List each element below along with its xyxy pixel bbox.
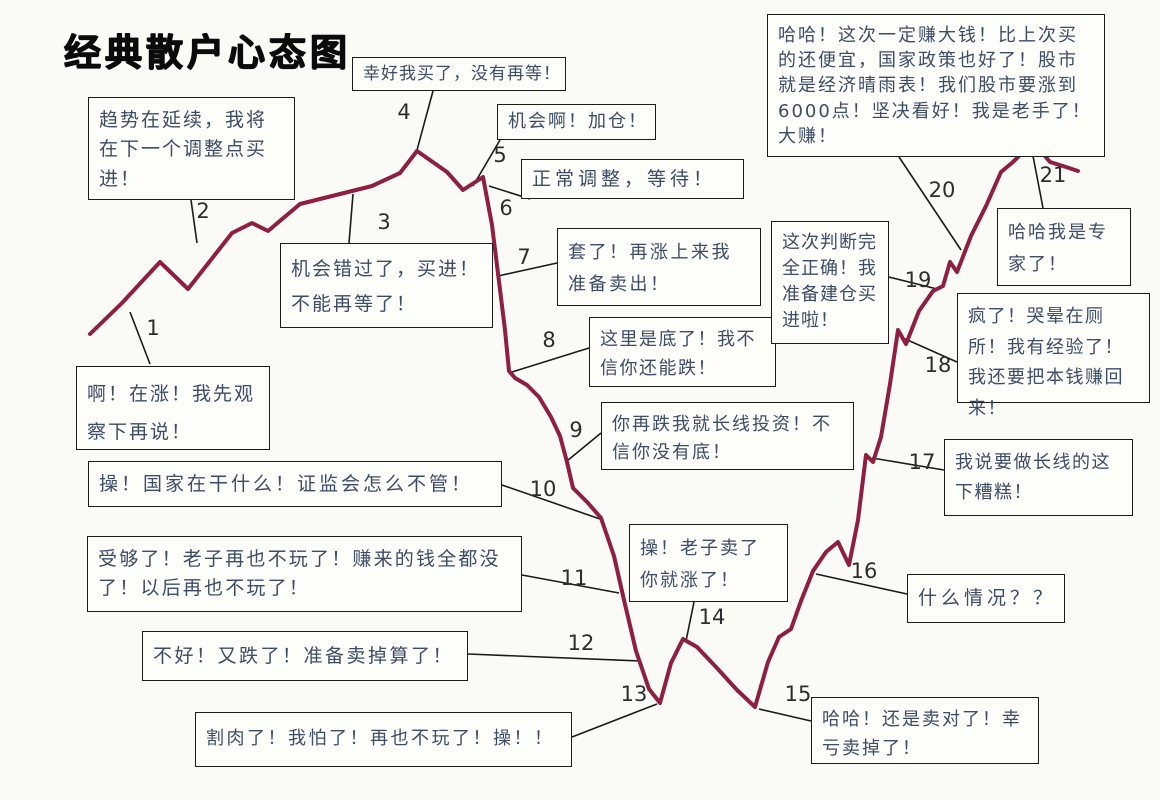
stage-21-number: 21 (1039, 163, 1067, 187)
stage-15-annotation-box: 哈哈！还是卖对了！幸亏卖掉了！ (811, 697, 1039, 764)
stage-3-annotation-box: 机会错过了，买进！不能再等了！ (280, 243, 493, 328)
stage-6-number: 6 (499, 196, 513, 220)
stage-6-annotation-box: 正常调整，等待！ (521, 159, 744, 199)
stage-18-connector (902, 337, 958, 363)
stage-20-annotation-box: 哈哈！这次一定赚大钱！比上次买的还便宜，国家政策也好了！股市就是经济晴雨表！我们… (767, 14, 1105, 157)
stage-8-connector (511, 347, 590, 373)
stage-3-connector (348, 193, 354, 244)
stage-9-annotation-box: 你再跌我就长线投资！不信你没有底！ (601, 402, 854, 470)
stage-13-connector (571, 703, 658, 738)
stage-11-annotation-box: 受够了！老子再也不玩了！赚来的钱全都没了！以后再也不玩了！ (87, 536, 522, 612)
stage-2-number: 2 (196, 199, 210, 223)
connector-lines (129, 90, 1044, 738)
stage-10-connector (501, 484, 601, 520)
stage-3-number: 3 (377, 210, 391, 234)
price-curve (88, 147, 1080, 709)
stage-2-connector (190, 199, 198, 244)
stage-16-number: 16 (850, 559, 878, 583)
stage-1-annotation-box: 啊！在涨！我先观察下再说！ (76, 366, 270, 450)
stage-13-number: 13 (620, 682, 648, 706)
stage-7-connector (497, 262, 558, 277)
stage-1-number: 1 (146, 316, 160, 340)
stage-19-number: 19 (904, 268, 932, 292)
stage-1-connector (129, 311, 151, 365)
stage-20-connector (898, 156, 962, 251)
stage-11-number: 11 (560, 566, 588, 590)
stage-8-annotation-box: 这里是底了！我不信你还能跌！ (589, 317, 776, 387)
stage-12-number: 12 (567, 631, 595, 655)
stage-14-connector (685, 601, 695, 642)
stage-5-number: 5 (493, 143, 507, 167)
stage-16-annotation-box: 什么情况？？ (907, 574, 1065, 623)
stage-15-connector (758, 708, 812, 722)
stage-21-connector (1032, 155, 1044, 209)
stage-17-connector (871, 457, 945, 471)
stage-8-number: 8 (542, 328, 556, 352)
stage-12-annotation-box: 不好！又跌了！准备卖掉算了！ (142, 631, 468, 681)
stage-9-number: 9 (569, 418, 583, 442)
stage-12-connector (467, 653, 642, 662)
stage-14-number: 14 (698, 605, 726, 629)
stage-4-annotation-box: 幸好我买了，没有再等！ (352, 57, 566, 91)
stage-19-connector (888, 276, 938, 290)
stage-15-number: 15 (784, 682, 812, 706)
stage-7-annotation-box: 套了！再涨上来我准备卖出！ (557, 228, 761, 306)
stage-13-annotation-box: 割肉了！我怕了！再也不玩了！操！！ (195, 712, 572, 767)
stage-4-number: 4 (397, 100, 411, 124)
stage-10-annotation-box: 操！国家在干什么！证监会怎么不管！ (88, 461, 502, 507)
stage-7-number: 7 (517, 245, 531, 269)
stage-11-connector (521, 574, 620, 594)
stage-10-number: 10 (529, 477, 557, 501)
stage-9-connector (566, 432, 602, 462)
stage-17-annotation-box: 我说要做长线的这下糟糕！ (944, 439, 1133, 516)
stage-20-number: 20 (928, 178, 956, 202)
chart-title: 经典散户心态图 (64, 31, 351, 74)
stage-18-number: 18 (924, 353, 952, 377)
stage-21-annotation-box: 哈哈我是专家了！ (997, 208, 1131, 286)
stage-2-annotation-box: 趋势在延续，我将在下一个调整点买进！ (88, 97, 295, 200)
stage-16-connector (815, 573, 908, 595)
stage-18-annotation-box: 疯了！哭晕在厕所！我有经验了！我还要把本钱赚回来！ (957, 293, 1150, 419)
stage-4-connector (416, 90, 434, 151)
stage-14-annotation-box: 操！老子卖了你就涨了！ (629, 524, 788, 602)
stage-17-number: 17 (908, 450, 936, 474)
stage-19-annotation-box: 这次判断完全正确！我准备建仓买进啦！ (771, 221, 889, 344)
stage-5-annotation-box: 机会啊！加仓！ (497, 104, 656, 140)
